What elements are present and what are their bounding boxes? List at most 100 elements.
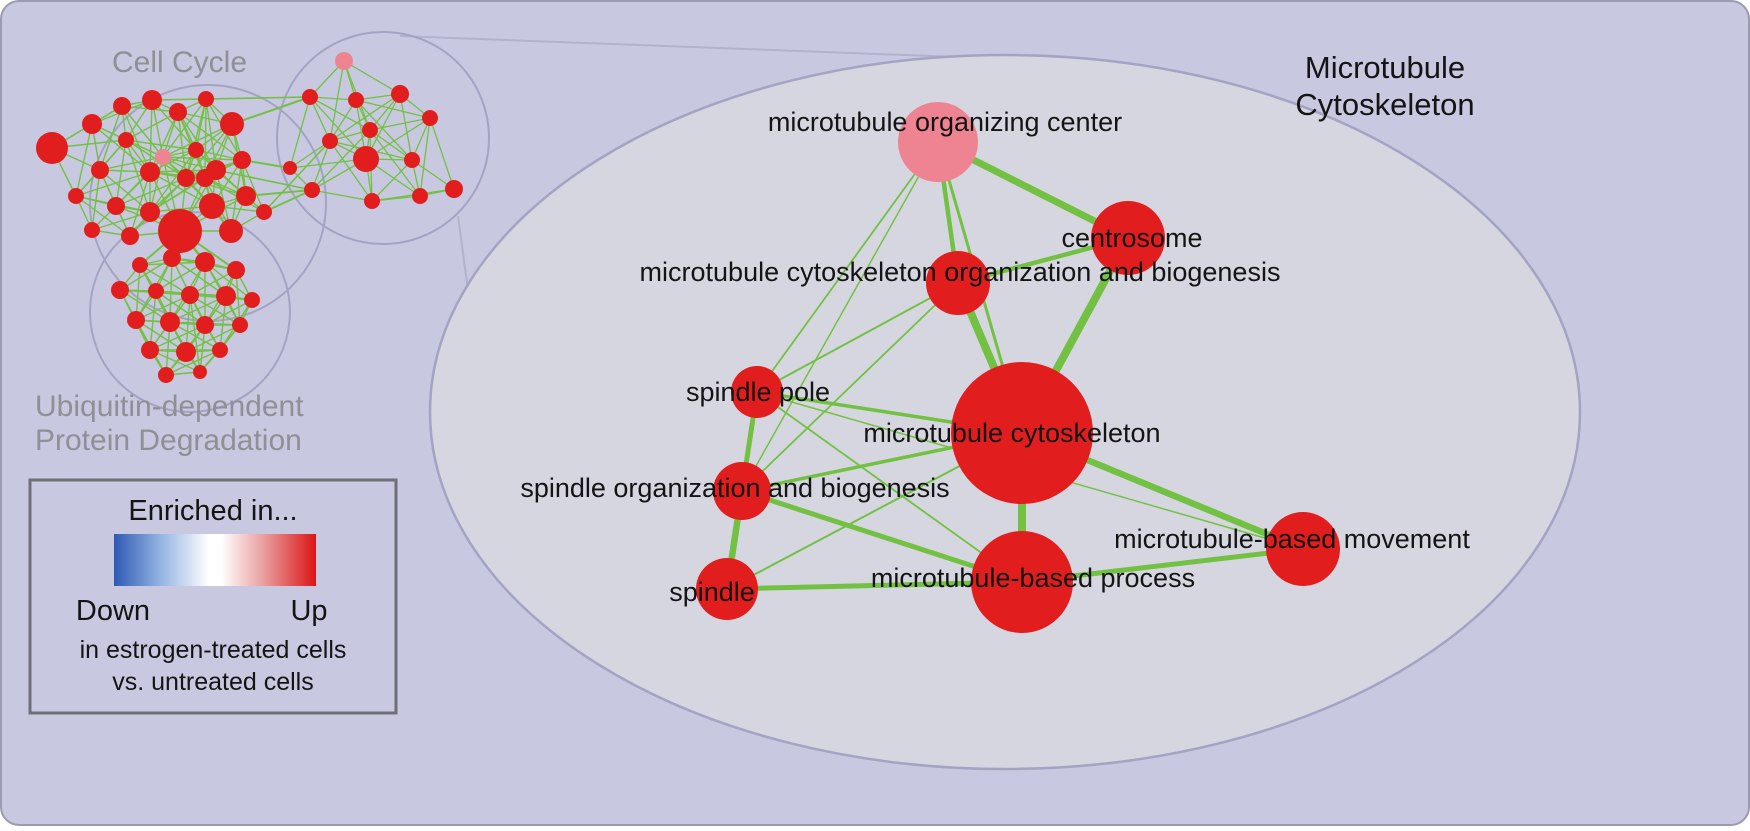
overview-edge xyxy=(329,60,345,142)
overview-edge xyxy=(289,140,331,169)
overview-node xyxy=(233,151,251,169)
overview-edge xyxy=(369,129,413,161)
overview-edge xyxy=(169,295,227,323)
zoom-node-mtcyto xyxy=(951,362,1093,504)
overview-edge xyxy=(162,123,233,158)
overview-edge xyxy=(189,294,201,373)
overview-node xyxy=(244,292,260,308)
overview-node xyxy=(111,281,129,299)
zoom-connector-line-0 xyxy=(399,35,959,58)
overview-node xyxy=(196,316,214,334)
overview-node xyxy=(198,91,214,107)
overview-node xyxy=(158,209,202,253)
overview-edge xyxy=(169,257,173,323)
overview-edge xyxy=(99,169,151,213)
overview-node xyxy=(107,197,125,215)
overview-edge xyxy=(289,96,311,169)
overview-edge xyxy=(245,189,313,197)
zoom-node-centrosome xyxy=(1091,201,1165,275)
overview-edge xyxy=(263,140,331,213)
zoom-node-label-process: microtubule-based process xyxy=(871,563,1195,593)
overview-node xyxy=(188,142,204,158)
overview-edge xyxy=(241,159,265,213)
overview-node xyxy=(141,341,159,359)
overview-edge xyxy=(171,257,227,297)
network-layer: microtubule organizing center centrosome m… xyxy=(36,31,1582,771)
microtubule-cytoskeleton-title-line2: Cytoskeleton xyxy=(1295,87,1474,122)
overview-node xyxy=(219,219,243,243)
overview-edge xyxy=(149,177,206,213)
overview-node xyxy=(121,227,139,245)
overview-edge xyxy=(311,140,331,191)
legend-down-label: Down xyxy=(76,595,150,627)
overview-node xyxy=(84,222,100,238)
zoom-node-label-centrosome: centrosome xyxy=(1061,223,1202,253)
overview-node xyxy=(216,286,236,306)
overview-edge xyxy=(329,93,401,142)
overview-edge xyxy=(429,117,455,190)
overview-node xyxy=(113,97,131,115)
overview-node xyxy=(142,90,162,110)
overview-node xyxy=(227,261,245,279)
overview-node xyxy=(132,257,148,273)
overview-edge xyxy=(177,111,243,161)
overview-node xyxy=(236,186,256,206)
overview-edge xyxy=(149,111,179,173)
overview-node xyxy=(364,193,380,209)
overview-edge xyxy=(204,261,253,301)
overview-edge xyxy=(309,96,331,142)
overview-node xyxy=(196,169,214,187)
overview-edge xyxy=(311,189,373,202)
overview-node xyxy=(412,188,428,204)
ubiquitin-cluster-label-line1: Ubiquitin-dependent xyxy=(35,390,304,423)
zoom-node-spole xyxy=(731,366,783,418)
overview-edge xyxy=(185,177,247,197)
overview-edge xyxy=(149,324,206,351)
overview-node xyxy=(232,317,248,333)
overview-node xyxy=(195,252,215,272)
overview-edge xyxy=(215,169,313,191)
overview-edge xyxy=(204,177,265,213)
overview-edge xyxy=(115,139,127,207)
legend-caption-line2: vs. untreated cells xyxy=(112,668,314,696)
overview-edge xyxy=(355,99,431,119)
zoom-node-sorgbio xyxy=(713,462,771,520)
overview-node xyxy=(140,202,160,222)
overview-node xyxy=(422,110,438,126)
overview-node xyxy=(68,188,84,204)
zoom-node-orgbio xyxy=(926,251,990,315)
overview-edge xyxy=(343,60,401,95)
overview-edge xyxy=(162,98,207,158)
overview-node xyxy=(335,52,353,70)
overview-edge xyxy=(149,149,197,213)
overview-node xyxy=(391,85,409,103)
overview-edge xyxy=(369,129,421,197)
overview-edge xyxy=(149,349,201,373)
overview-node xyxy=(353,146,379,172)
legend-box xyxy=(28,478,398,715)
overview-edge xyxy=(329,140,373,202)
zoom-node-label-sorgbio: spindle organization and biogenesis xyxy=(520,473,949,503)
overview-edge xyxy=(231,96,311,125)
overview-edge xyxy=(371,195,421,202)
microtubule-cytoskeleton-title-line1: Microtubule xyxy=(1305,50,1465,85)
overview-node xyxy=(212,342,228,358)
overview-edge xyxy=(329,99,357,142)
zoom-edge-moc-spole xyxy=(756,141,939,393)
zoom-node-label-moc: microtubule organizing center xyxy=(768,107,1122,137)
overview-edge xyxy=(185,98,207,179)
overview-edge xyxy=(263,189,313,213)
overview-edge xyxy=(125,111,179,141)
overview-node xyxy=(302,89,318,105)
overview-node xyxy=(155,149,171,165)
overview-edge xyxy=(369,117,431,131)
overview-node xyxy=(322,133,338,149)
overview-node xyxy=(82,114,102,134)
overview-edge xyxy=(125,139,197,151)
overview-edge xyxy=(75,123,93,197)
overview-node xyxy=(36,132,68,164)
legend-caption-line1: in estrogen-treated cells xyxy=(80,636,347,664)
overview-node xyxy=(256,204,272,220)
